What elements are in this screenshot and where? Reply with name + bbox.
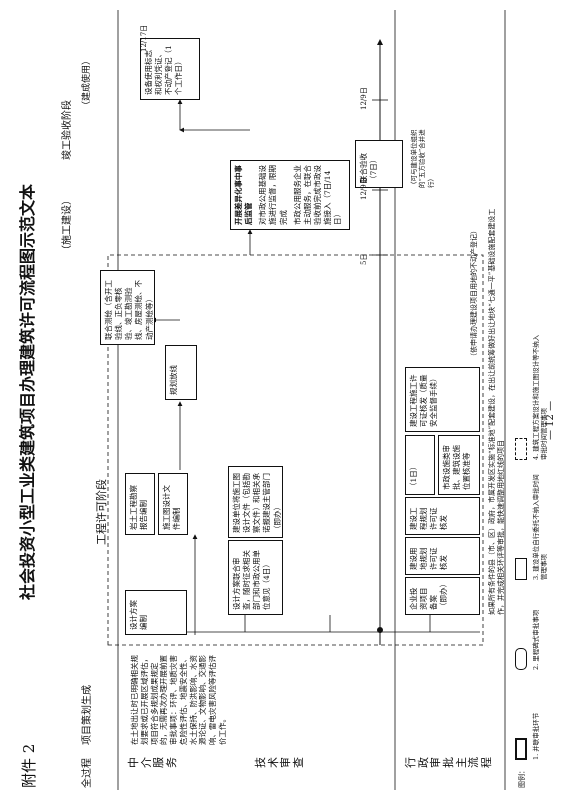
legend-milestone-icon (515, 648, 527, 670)
design-review-box: 设计方案联合审查，随时征求相关部门和市政公用单位意见（4日） (228, 540, 283, 615)
page-number: — 12 — (545, 400, 556, 440)
tech-review-label: 技 术 审 查 (254, 757, 305, 768)
supervision-title: 开展差异化事中事后监管 (234, 165, 254, 225)
municipal-box: 市政设施类审批、建筑设施位置核准等 (438, 435, 480, 495)
admin-process-label: 行 政 审 批 主 流 程 (404, 757, 493, 768)
legend-item-2: 2. 里程碑式审批事项 (532, 609, 540, 670)
construction-permit-box: 建设工程施工许可证核发（质量安全监督手续） (405, 367, 480, 432)
land-permit-box: 建设用地规划许可证核发 (405, 537, 480, 575)
utility-text: 市政公用服务企业主动服务，在联合验收前完成市政设施接入（7日/14日） (292, 165, 343, 225)
page-title: 社会投资小型工业类建筑项目办理建筑许可流程图示范文本 (18, 183, 37, 600)
mid-check-text: 对市政公用基础设施进行监督，限期完成 (258, 165, 288, 225)
process-note: （依申请办理建设项目用地的不动产登记） (470, 227, 478, 360)
stage-permit: 工程许可阶段 (95, 479, 108, 545)
locate-box: 规划放线 (165, 345, 197, 400)
legend-item-1: 1. 并联审批环节 (532, 712, 540, 760)
duration-12-b: 12/9日 (360, 87, 368, 110)
legend-item-3: 3. 建设单位自行委托不纳入审批时间管理事项 (532, 474, 549, 580)
acceptance-note: （可与建设单位组织的“五方验收”合并进行） (410, 129, 435, 188)
legend-item-4: 4. 建筑工程方案设计和施工图设计等不纳入审批时间管理事项 (532, 334, 549, 460)
stage-construction: （施工建设） (62, 195, 73, 255)
certificate-box: 设备使用标志和权利凭证、不动产登记（1个工作日） (140, 38, 200, 100)
duration-box: （1日） (405, 435, 435, 495)
drawings-box: 施工图设计文件编制 (158, 473, 188, 535)
plan-label: 项目策划生成 (82, 685, 93, 745)
duration-12-c: 12/17日 (140, 24, 148, 52)
duration-5: 5日 (360, 253, 368, 265)
subtitle: （建成使用） (82, 55, 92, 110)
legend-title: 图例： (518, 767, 526, 788)
design-box: 设计方案编制 (125, 590, 187, 635)
supervision-box: 开展差异化事中事后监管 对市政公用基础设施进行监督，限期完成 市政公用服务企业主… (230, 160, 350, 230)
survey-box: 岩土工程勘察报告编制 (125, 473, 155, 535)
filing-box: 企业投资项目备案（即办） (405, 577, 480, 615)
legend-parallel-icon (515, 738, 527, 760)
project-permit-box: 建设工程规划许可证核发 (405, 497, 480, 535)
drawing-review-box: 建设单位将施工图设计文件（包括勘察文件）和相关承诺报建设主管部门（即办） (228, 466, 283, 538)
overall-label: 全过程 (82, 758, 93, 788)
legend-design-icon (515, 438, 527, 460)
duration-12-a: 12/9日 (360, 177, 368, 200)
plan-note: 在土地出让时已明确相关规划要求或已开展区域评估，项目符合多规划成果规定的，无需再… (130, 655, 227, 745)
stage-acceptance: 竣工验收阶段 (62, 100, 73, 160)
joint-survey-box: 联合测绘（含开工验线、正负零核验、竣工勘测验线、房屋测绘、不动产测绘等） (100, 270, 155, 345)
legend-self-icon (515, 558, 527, 580)
footnote: 如果所有条件的县（市、区）政府，市属开发区实施“标准地”配套建设，在出让前统筹做… (488, 208, 506, 615)
attachment-label: 附件 2 (20, 743, 38, 788)
intermediary-label: 中 介 服 务 (127, 757, 178, 768)
